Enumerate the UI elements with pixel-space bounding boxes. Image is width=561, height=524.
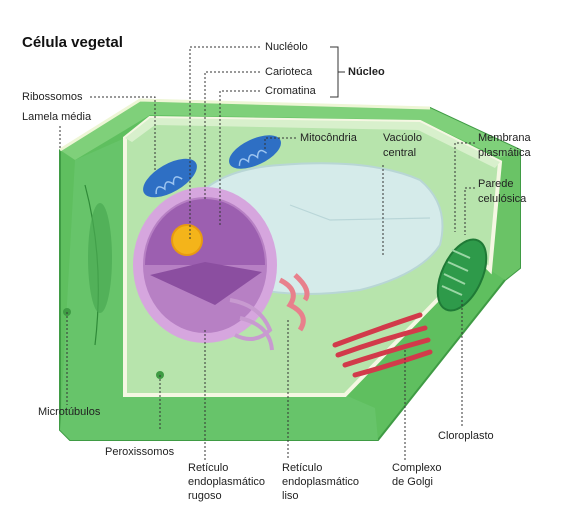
label-parede-1: Parede (478, 178, 513, 191)
diagram-title: Célula vegetal (22, 34, 123, 51)
label-rel-1: Retículo (282, 462, 322, 475)
label-rel-2: endoplasmático (282, 476, 359, 489)
label-ribossomos: Ribossomos (22, 91, 83, 104)
label-peroxissomos: Peroxissomos (105, 446, 174, 459)
label-membrana-1: Membrana (478, 132, 531, 145)
label-rer-1: Retículo (188, 462, 228, 475)
label-cloroplasto: Cloroplasto (438, 430, 494, 443)
nucleus (133, 187, 277, 343)
label-rer-3: rugoso (188, 490, 222, 503)
nucleus-bracket (330, 47, 338, 97)
label-rer-2: endoplasmático (188, 476, 265, 489)
label-vacuolo-1: Vacúolo (383, 132, 422, 145)
label-golgi-1: Complexo (392, 462, 442, 475)
label-mitocondria: Mitocôndria (300, 132, 357, 145)
label-vacuolo-2: central (383, 147, 416, 160)
label-membrana-2: plasmática (478, 147, 531, 160)
label-cromatina: Cromatina (265, 85, 316, 98)
label-golgi-2: de Golgi (392, 476, 433, 489)
label-nucleo: Núcleo (348, 66, 385, 79)
label-lamela-media: Lamela média (22, 111, 91, 124)
label-rel-3: liso (282, 490, 299, 503)
label-nucleolo: Nucléolo (265, 41, 308, 54)
label-carioteca: Carioteca (265, 66, 312, 79)
label-microtubulos: Microtúbulos (38, 406, 100, 419)
label-parede-2: celulósica (478, 193, 526, 206)
